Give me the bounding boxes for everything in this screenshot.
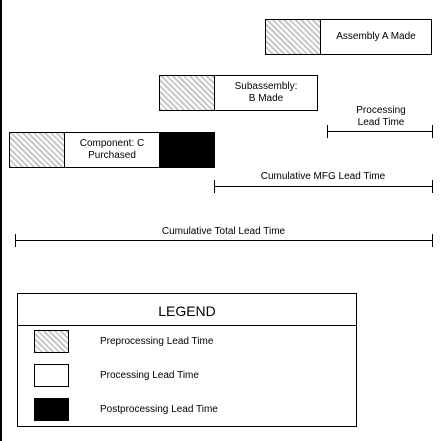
legend-label-preprocessing: Preprocessing Lead Time bbox=[100, 336, 214, 347]
processing-lead-time-label: Processing Lead Time bbox=[356, 105, 406, 128]
legend-box: LEGEND Preprocessing Lead Time Processin… bbox=[17, 293, 357, 427]
assembly-a-processing-segment: Assembly A Made bbox=[320, 19, 432, 55]
legend-swatch-preprocessing bbox=[34, 330, 69, 353]
component-c-processing-segment: Component: C Purchased bbox=[64, 132, 160, 168]
assembly-a-label: Assembly A Made bbox=[336, 31, 416, 42]
frame-left-border bbox=[0, 0, 2, 441]
assembly-a-preprocessing-segment bbox=[265, 19, 321, 55]
component-c-postprocessing-segment bbox=[159, 132, 215, 168]
cumulative-mfg-lead-time-label: Cumulative MFG Lead Time bbox=[260, 171, 386, 182]
legend-label-postprocessing: Postprocessing Lead Time bbox=[100, 404, 218, 415]
component-c-label: Component: C Purchased bbox=[79, 138, 145, 161]
legend-title: LEGEND bbox=[158, 303, 216, 319]
legend-swatch-postprocessing bbox=[34, 398, 69, 421]
legend-divider bbox=[18, 325, 356, 326]
cumulative-total-lead-time-label: Cumulative Total Lead Time bbox=[161, 226, 286, 237]
subassembly-b-processing-segment: Subassembly: B Made bbox=[214, 75, 318, 111]
legend-swatch-processing bbox=[34, 364, 69, 387]
component-c-preprocessing-segment bbox=[9, 132, 65, 168]
legend-label-processing: Processing Lead Time bbox=[100, 370, 199, 381]
subassembly-b-label: Subassembly: B Made bbox=[234, 81, 298, 104]
